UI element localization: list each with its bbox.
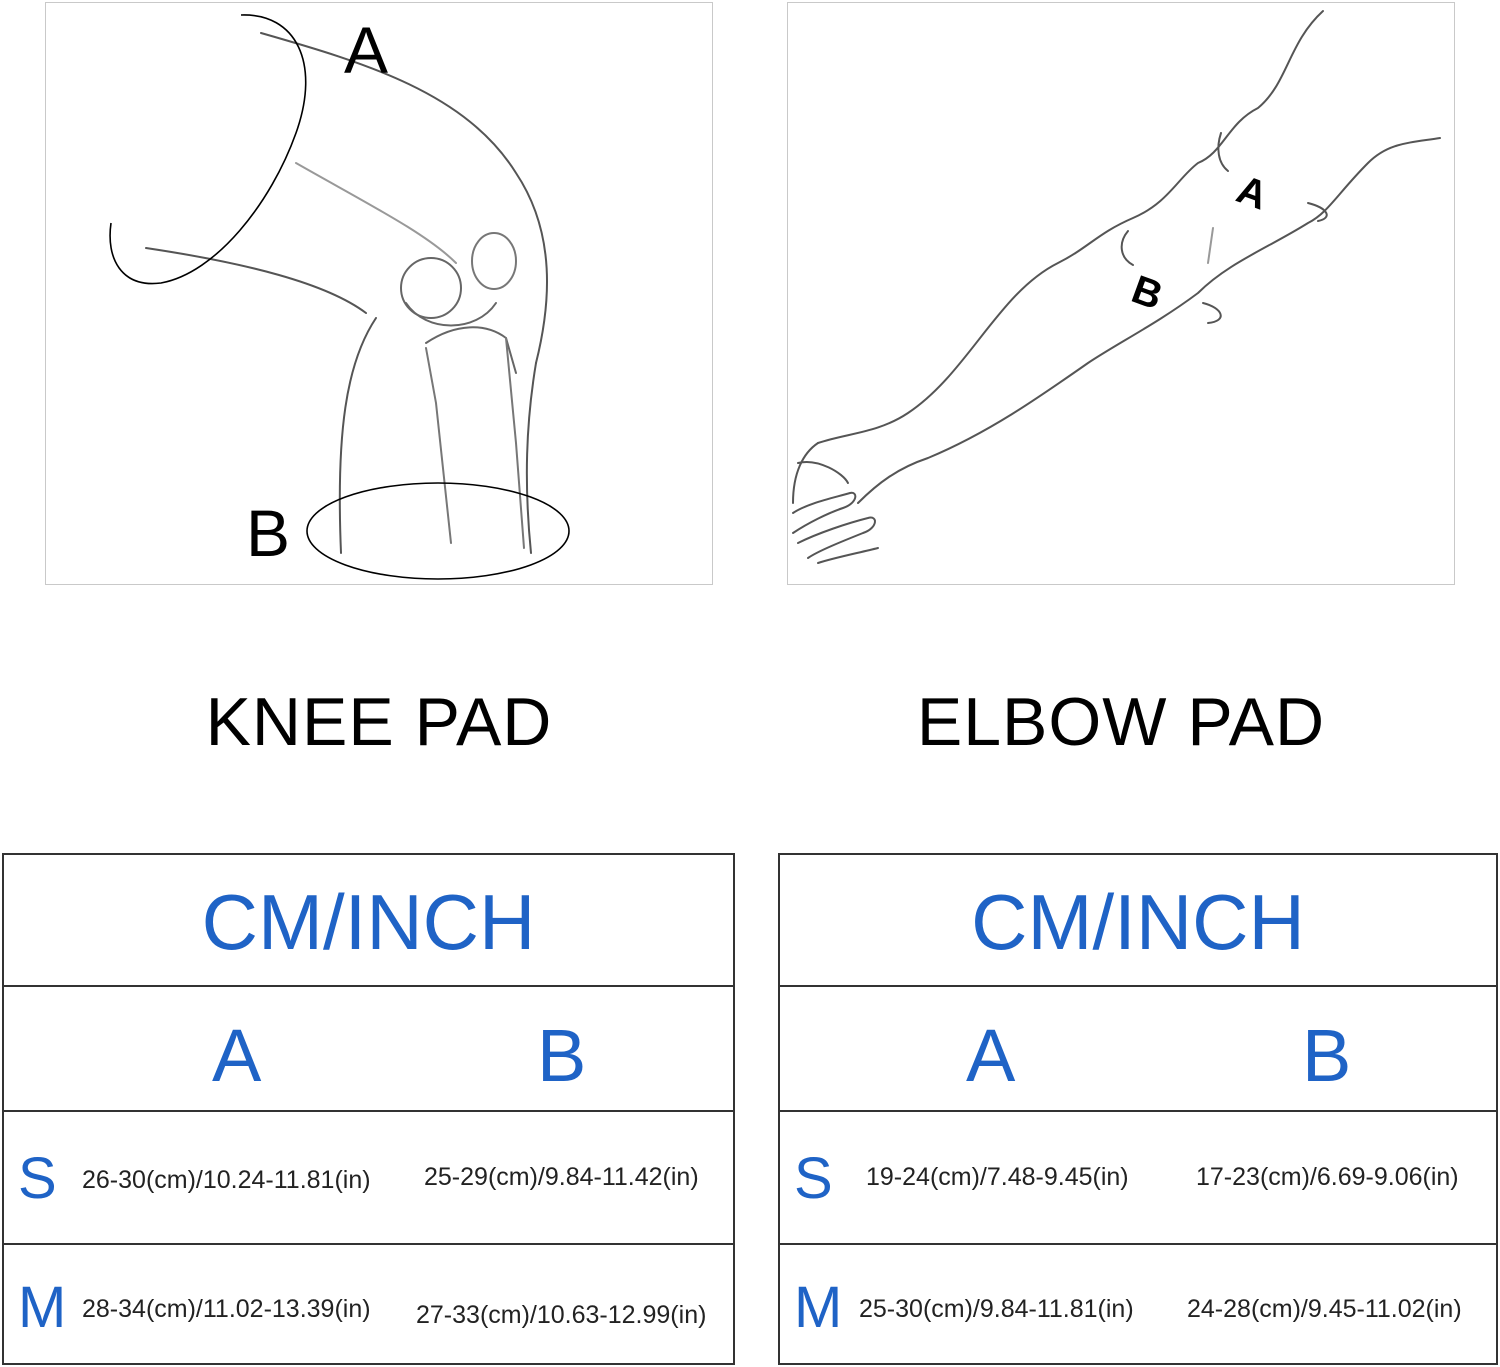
- table-row: M 28-34(cm)/11.02-13.39(in) 27-33(cm)/10…: [4, 1243, 733, 1363]
- table-row: S 19-24(cm)/7.48-9.45(in) 17-23(cm)/6.69…: [780, 1110, 1496, 1243]
- column-a-header: A: [966, 1014, 1016, 1097]
- knee-diagram-label-a: A: [344, 13, 389, 87]
- size-m-value-a: 28-34(cm)/11.02-13.39(in): [82, 1295, 371, 1323]
- size-s-value-a: 19-24(cm)/7.48-9.45(in): [866, 1163, 1129, 1191]
- size-label: S: [794, 1146, 833, 1211]
- size-label: S: [18, 1146, 57, 1211]
- size-label: M: [794, 1275, 843, 1340]
- size-m-value-b: 27-33(cm)/10.63-12.99(in): [416, 1301, 707, 1329]
- elbow-size-table: CM/INCH A B S 19-24(cm)/7.48-9.45(in) 17…: [778, 853, 1498, 1365]
- column-b-header: B: [1302, 1014, 1352, 1097]
- size-s-value-a: 26-30(cm)/10.24-11.81(in): [82, 1166, 371, 1194]
- knee-pad-title: KNEE PAD: [205, 684, 553, 760]
- table-row: M 25-30(cm)/9.84-11.81(in) 24-28(cm)/9.4…: [780, 1243, 1496, 1363]
- table-row: S 26-30(cm)/10.24-11.81(in) 25-29(cm)/9.…: [4, 1110, 733, 1243]
- elbow-diagram-label-b: B: [1126, 267, 1168, 318]
- size-label: M: [18, 1275, 67, 1340]
- knee-diagram-panel: A B: [45, 2, 713, 585]
- knee-diagram-label-b: B: [246, 496, 291, 570]
- column-header-row: A B: [4, 985, 733, 1110]
- elbow-diagram-panel: A B: [787, 2, 1455, 585]
- unit-header: CM/INCH: [971, 878, 1305, 966]
- arm-illustration: A B: [792, 10, 1441, 564]
- knee-illustration: [109, 14, 570, 580]
- size-s-value-b: 17-23(cm)/6.69-9.06(in): [1196, 1163, 1459, 1191]
- unit-header: CM/INCH: [201, 878, 536, 966]
- knee-size-table: CM/INCH A B S 26-30(cm)/10.24-11.81(in) …: [2, 853, 735, 1365]
- column-header-row: A B: [780, 985, 1496, 1110]
- table-header-row: CM/INCH: [780, 855, 1496, 985]
- column-a-header: A: [212, 1014, 262, 1097]
- size-s-value-b: 25-29(cm)/9.84-11.42(in): [424, 1163, 699, 1191]
- table-header-row: CM/INCH: [4, 855, 733, 985]
- elbow-diagram-label-a: A: [1231, 167, 1273, 218]
- elbow-pad-title: ELBOW PAD: [916, 684, 1326, 760]
- size-m-value-a: 25-30(cm)/9.84-11.81(in): [859, 1295, 1134, 1323]
- column-b-header: B: [537, 1014, 587, 1097]
- size-m-value-b: 24-28(cm)/9.45-11.02(in): [1187, 1295, 1462, 1323]
